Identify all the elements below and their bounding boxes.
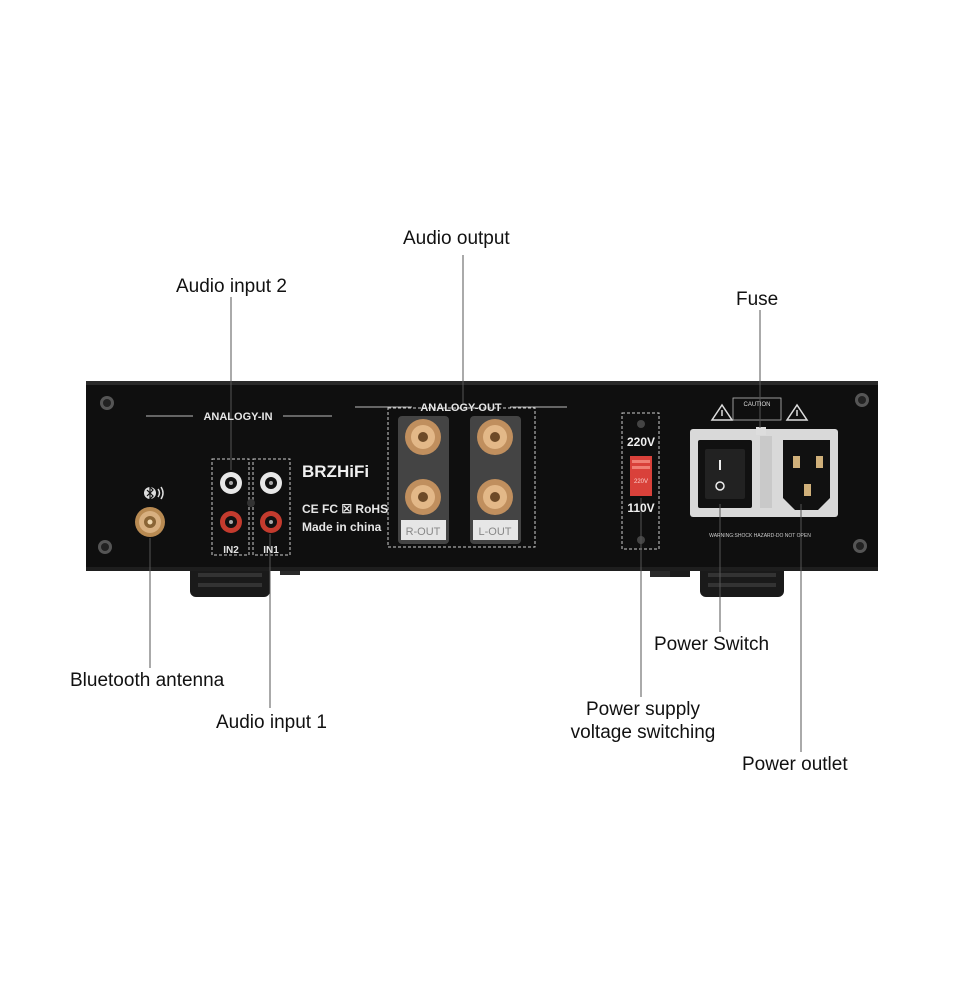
speaker-terminal-r-top: [405, 419, 441, 455]
caution-label: CAUTION: [744, 402, 771, 408]
rca-in2-red: [220, 511, 242, 533]
callout-audio-input-2: Audio input 2: [176, 276, 287, 297]
speaker-terminal-r-bottom: [405, 479, 441, 515]
rca-in2-white: [220, 472, 242, 494]
110v-label: 110V: [627, 501, 654, 515]
warning-icon: [710, 403, 809, 421]
callout-audio-output: Audio output: [403, 228, 510, 249]
voltage-switch-value: 220V: [634, 479, 648, 485]
made-in-label: Made in china: [302, 520, 382, 534]
rca-in1-white: [260, 472, 282, 494]
speaker-terminal-l-top: [477, 419, 513, 455]
analogy-out-label: ANALOGY-OUT: [420, 402, 502, 414]
callout-power-outlet: Power outlet: [742, 754, 848, 775]
analogy-in-label: ANALOGY-IN: [203, 411, 272, 423]
brand-logo: BRZHiFi: [302, 462, 369, 481]
rca-in1-red: [260, 511, 282, 533]
bluetooth-icon: [144, 485, 164, 501]
warning-text: WARNING:SHOCK HAZARD-DO NOT OPEN: [709, 533, 811, 539]
bluetooth-antenna: [135, 507, 165, 537]
callout-power-switch: Power Switch: [654, 634, 770, 655]
in1-label: IN1: [263, 545, 279, 556]
callout-power-supply: Power supply voltage switching: [562, 698, 724, 744]
r-out-label: R-OUT: [406, 526, 441, 538]
right-foot: [700, 563, 784, 597]
220v-label: 220V: [627, 435, 655, 449]
left-foot: [190, 563, 270, 597]
speaker-terminal-l-bottom: [477, 479, 513, 515]
callout-power-supply-line1: Power supply: [585, 699, 701, 720]
fuse-holder: [756, 427, 766, 435]
callout-power-supply-line2: voltage switching: [570, 722, 716, 743]
in2-label: IN2: [223, 545, 239, 556]
callout-bluetooth-antenna: Bluetooth antenna: [70, 670, 225, 691]
certification-marks: CE FC ☒ RoHS: [302, 502, 388, 516]
l-out-label: L-OUT: [479, 526, 512, 538]
screw-icon: [98, 393, 869, 554]
callout-fuse: Fuse: [736, 289, 779, 310]
power-outlet: [783, 440, 830, 510]
callout-audio-input-1: Audio input 1: [216, 712, 327, 733]
